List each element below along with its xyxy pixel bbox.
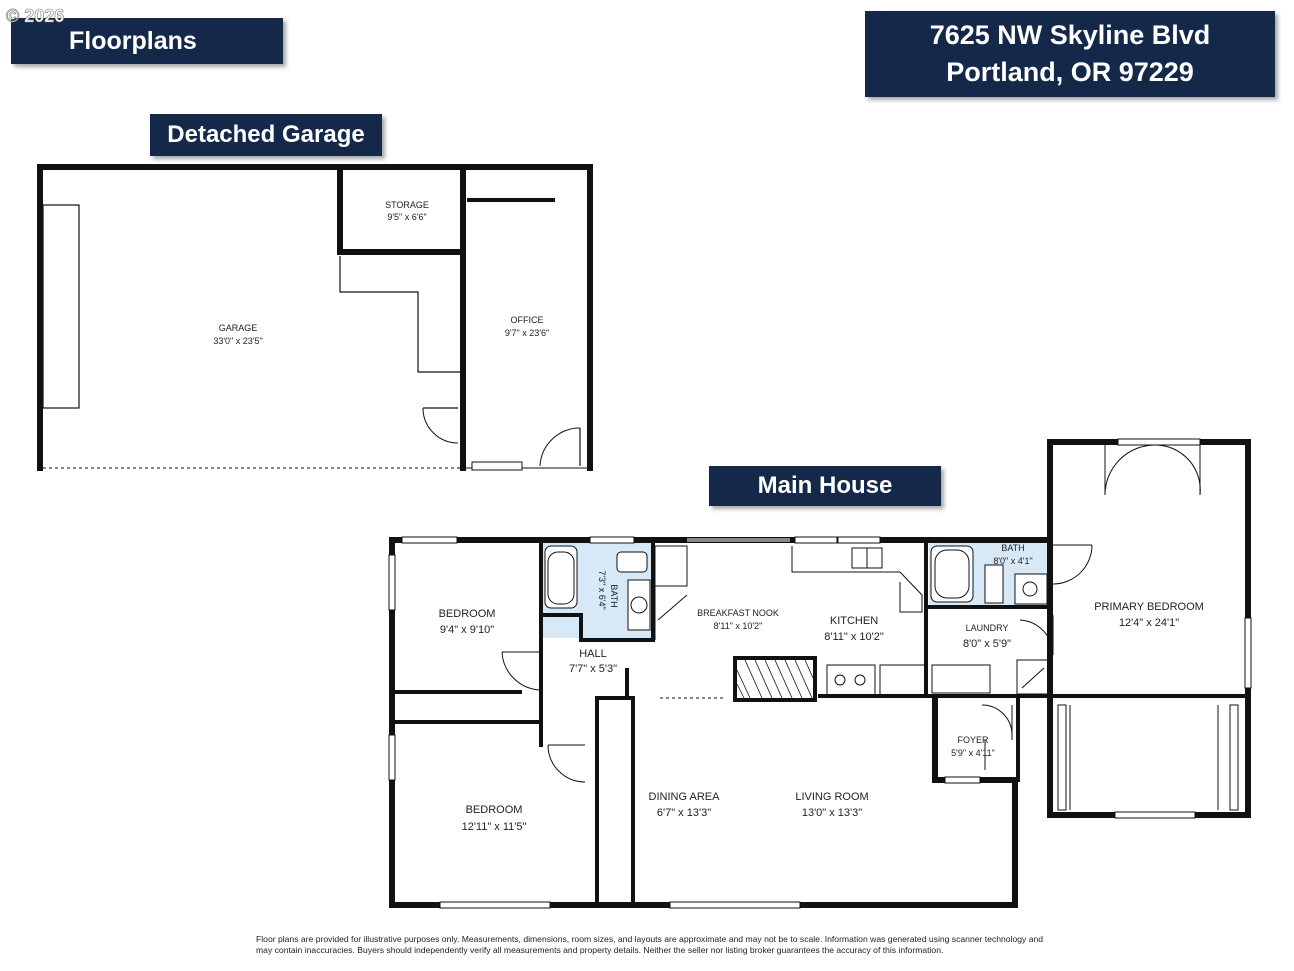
bedroom2-dims: 12'11" x 11'5": [462, 821, 527, 833]
bedroom1-dims: 9'4" x 9'10": [440, 624, 494, 636]
main-house-title: Main House: [757, 472, 893, 499]
bedroom2-name: BEDROOM: [466, 804, 523, 816]
living-room-name: LIVING ROOM: [795, 791, 868, 803]
main-house-banner: Main House: [709, 466, 941, 506]
bath1-dims: 7'3" x 6'4": [597, 570, 607, 609]
foyer-name: FOYER: [957, 735, 989, 745]
living-room-dims: 13'0" x 13'3": [802, 807, 862, 819]
bath2-dims: 8'0" x 4'1": [993, 556, 1032, 566]
address-line-1: 7625 NW Skyline Blvd: [929, 20, 1211, 50]
floorplans-banner: Floorplans: [11, 18, 283, 64]
primary-bedroom-dims: 12'4" x 24'1": [1119, 617, 1179, 629]
breakfast-nook-name: BREAKFAST NOOK: [697, 608, 779, 618]
disclaimer-text: Floor plans are provided for illustrativ…: [256, 934, 1176, 956]
primary-bedroom-name: PRIMARY BEDROOM: [1094, 601, 1204, 613]
kitchen-name: KITCHEN: [830, 615, 878, 627]
bath1-name: BATH: [609, 584, 619, 607]
disclaimer-line-2: may contain inaccuracies. Buyers should …: [256, 945, 944, 955]
garage-name: GARAGE: [219, 323, 258, 333]
dining-area-dims: 6'7" x 13'3": [657, 807, 711, 819]
house-fixtures: [388, 438, 1252, 909]
detached-garage-banner: Detached Garage: [150, 114, 382, 156]
detached-garage-title: Detached Garage: [167, 121, 365, 148]
storage-dims: 9'5" x 6'6": [387, 212, 426, 222]
bedroom1-name: BEDROOM: [439, 608, 496, 620]
copyright-mark: © 2026: [6, 6, 65, 27]
office-dims: 9'7" x 23'6": [505, 328, 549, 338]
disclaimer-line-1: Floor plans are provided for illustrativ…: [256, 934, 1044, 944]
garage-walls: [37, 164, 593, 471]
office-name: OFFICE: [511, 315, 544, 325]
garage-dims: 33'0" x 23'5": [213, 336, 262, 346]
house-inner-walls: [393, 538, 1250, 907]
hall-dims: 7'7" x 5'3": [569, 663, 617, 675]
dining-area-name: DINING AREA: [649, 791, 721, 803]
garage-inner-lines: [42, 198, 587, 471]
floorplans-title: Floorplans: [69, 26, 197, 55]
address-banner: 7625 NW Skyline Blvd Portland, OR 97229: [865, 11, 1275, 97]
kitchen-dims: 8'11" x 10'2": [824, 631, 884, 643]
hall-name: HALL: [579, 648, 607, 660]
foyer-dims: 5'9" x 4'11": [951, 748, 995, 758]
address-line-2: Portland, OR 97229: [946, 57, 1194, 87]
laundry-name: LAUNDRY: [966, 623, 1009, 633]
storage-name: STORAGE: [385, 200, 429, 210]
breakfast-nook-dims: 8'11" x 10'2": [714, 621, 763, 631]
house-outer-walls: [389, 439, 1251, 908]
bath2-name: BATH: [1001, 543, 1024, 553]
laundry-dims: 8'0" x 5'9": [963, 638, 1011, 650]
